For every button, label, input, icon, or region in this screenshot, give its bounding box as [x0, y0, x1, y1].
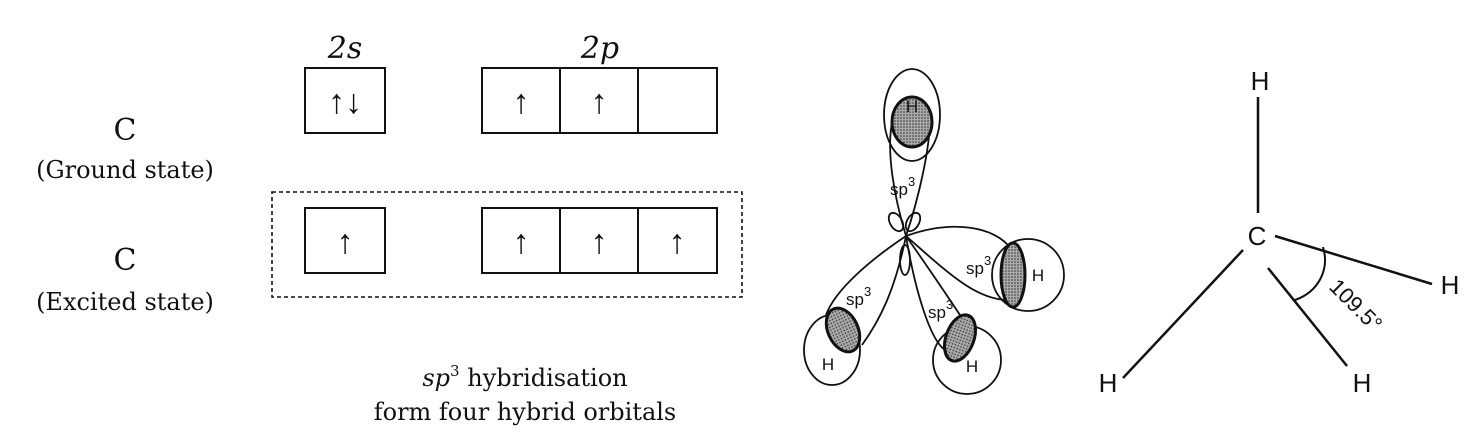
excited-2p-box	[481, 207, 718, 274]
ground-2s-electrons: ↑↓	[328, 83, 362, 121]
hybridisation-dashed-box	[271, 191, 743, 298]
sp3-lobe-top: H sp3	[883, 68, 941, 237]
hydrogen-label: H	[1353, 368, 1372, 398]
bond-angle-label: 109.5°	[1324, 274, 1387, 337]
overlap-region	[890, 95, 934, 149]
sp3-lobe-left: H sp3	[803, 235, 907, 386]
carbon-label: C	[1248, 221, 1267, 251]
bond-angle-arc	[1294, 246, 1326, 301]
hydrogen-1s-orbital	[991, 238, 1065, 312]
hydrogen-label: H	[822, 355, 834, 374]
label-2s: 2s	[327, 31, 362, 66]
bond-right	[1274, 234, 1433, 286]
hydrogen-label: H	[1032, 266, 1044, 285]
sp3-lobe-right: H sp3	[905, 225, 1065, 312]
hydrogen-1s-orbital	[883, 68, 941, 162]
sp3-label: sp3	[846, 284, 871, 309]
ground-atom-label: C	[114, 113, 137, 148]
sp3-label: sp3	[928, 297, 953, 322]
excited-2p-electron: ↑	[591, 223, 608, 261]
overlap-region	[999, 241, 1027, 309]
hydrogen-label: H	[1099, 368, 1118, 398]
overlap-region	[942, 313, 978, 363]
orbital-box-diagram: 2s 2p C (Ground state) ↑↓ ↑ ↑ C (Excited…	[36, 31, 743, 426]
bond-down	[1267, 267, 1348, 367]
methane-structure: C H H H H 109.5°	[1099, 66, 1460, 398]
caption-line-1: sp3 hybridisation	[422, 362, 627, 392]
hydrogen-label: H	[1251, 66, 1270, 96]
excited-state-label: (Excited state)	[36, 288, 214, 316]
hydrogen-label: H	[966, 357, 978, 376]
sp3-label: sp3	[890, 174, 915, 199]
hydrogen-label: H	[906, 97, 918, 116]
excited-2s-box	[304, 207, 386, 274]
caption-line-2: form four hybrid orbitals	[374, 398, 677, 426]
ground-2s-box	[304, 67, 386, 134]
ground-state-label: (Ground state)	[36, 156, 214, 184]
ground-2p-box	[481, 67, 718, 134]
orbital-overlap-diagram: H sp3 H sp3 H sp3 H sp3	[803, 68, 1065, 395]
excited-2p-electron: ↑	[669, 223, 686, 261]
excited-2p-electron: ↑	[513, 223, 530, 261]
excited-2s-electron: ↑	[337, 223, 354, 261]
label-2p: 2p	[580, 31, 619, 66]
sp3-label: sp3	[966, 253, 991, 278]
hydrogen-label: H	[1441, 270, 1460, 300]
ground-2p-electron: ↑	[591, 83, 608, 121]
ground-2p-electron: ↑	[513, 83, 530, 121]
overlap-region	[824, 306, 862, 354]
excited-atom-label: C	[114, 243, 137, 278]
bond-left	[1122, 249, 1244, 379]
sp3-lobe-bottom: H sp3	[905, 235, 1002, 395]
